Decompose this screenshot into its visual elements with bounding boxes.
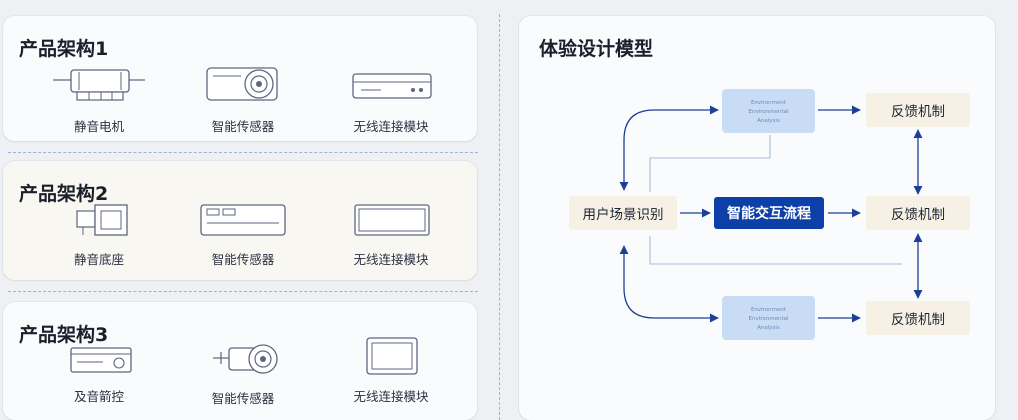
architecture-1-item-1-label: 静音电机 xyxy=(73,119,124,134)
architecture-card-3: 产品架构3 及音箭控 智能传感器 无线连接模块 xyxy=(3,302,477,420)
base-unit-icon xyxy=(76,204,128,236)
analysis-box-top-line-3: Analysis xyxy=(757,117,780,124)
panel-module-icon xyxy=(354,204,430,236)
section-divider-2 xyxy=(8,291,478,292)
camera-sensor-icon xyxy=(213,344,278,374)
architecture-3-item-2: 智能传感器 xyxy=(183,340,303,407)
column-divider xyxy=(499,14,500,420)
architecture-2-item-3: 无线连接模块 xyxy=(331,201,451,268)
architecture-3-item-1-label: 及音箭控 xyxy=(73,389,124,404)
architecture-2-item-1: 静音底座 xyxy=(39,201,159,268)
analysis-box-top: Environment Environmental Analysis xyxy=(722,89,815,133)
architecture-title-3: 产品架构3 xyxy=(19,324,109,346)
architecture-2-item-3-label: 无线连接模块 xyxy=(353,252,429,267)
architecture-2-item-1-label: 静音底座 xyxy=(73,252,124,267)
speaker-control-icon xyxy=(70,347,132,373)
architecture-card-1: 产品架构1 静音电机 智能传感器 xyxy=(3,16,477,141)
router-module-icon xyxy=(352,73,432,99)
analysis-box-bottom-line-2: Environmental xyxy=(748,315,789,322)
arrow-input-to-top xyxy=(619,105,719,191)
loop-line-bottom xyxy=(649,236,902,265)
architecture-title-1: 产品架构1 xyxy=(19,38,109,60)
architecture-title-2: 产品架构2 xyxy=(19,183,109,205)
architecture-card-2: 产品架构2 静音底座 智能传感器 无线连接模块 xyxy=(3,161,477,280)
analysis-box-top-line-2: Environmental xyxy=(748,108,789,115)
architecture-1-item-2-label: 智能传感器 xyxy=(211,119,275,134)
feedback-node-2: 反馈机制 xyxy=(866,196,970,230)
analysis-box-bottom-line-3: Analysis xyxy=(757,324,780,331)
architecture-1-item-2: 智能传感器 xyxy=(183,62,303,135)
architecture-3-item-1: 及音箭控 xyxy=(39,342,159,405)
architecture-3-item-2-label: 智能传感器 xyxy=(211,391,275,406)
architecture-1-item-1: 静音电机 xyxy=(39,66,159,135)
section-divider-1 xyxy=(8,152,478,153)
feedback-node-1: 反馈机制 xyxy=(866,93,970,127)
feedback-node-3: 反馈机制 xyxy=(866,301,970,335)
architecture-1-item-3: 无线连接模块 xyxy=(331,68,451,135)
smart-interaction-node: 智能交互流程 xyxy=(714,197,824,229)
tablet-module-icon xyxy=(366,337,418,375)
analysis-box-bottom: Environment Environmental Analysis xyxy=(722,296,815,340)
motor-icon xyxy=(53,69,145,101)
analysis-box-bottom-line-1: Environment xyxy=(750,306,787,313)
architecture-2-item-2: 智能传感器 xyxy=(183,201,303,268)
arrow-input-to-bottom xyxy=(619,245,719,323)
architecture-1-item-3-label: 无线连接模块 xyxy=(353,119,429,134)
sensor-box-icon xyxy=(200,204,286,236)
architecture-2-item-2-label: 智能传感器 xyxy=(211,252,275,267)
analysis-box-top-line-1: Environment xyxy=(750,99,787,106)
architecture-3-item-3-label: 无线连接模块 xyxy=(353,389,429,404)
architecture-3-item-3: 无线连接模块 xyxy=(331,336,451,405)
projector-sensor-icon xyxy=(206,67,278,101)
experience-model-title: 体验设计模型 xyxy=(539,38,654,60)
user-scenario-node: 用户场景识别 xyxy=(569,196,677,230)
loop-line-top xyxy=(649,135,771,192)
